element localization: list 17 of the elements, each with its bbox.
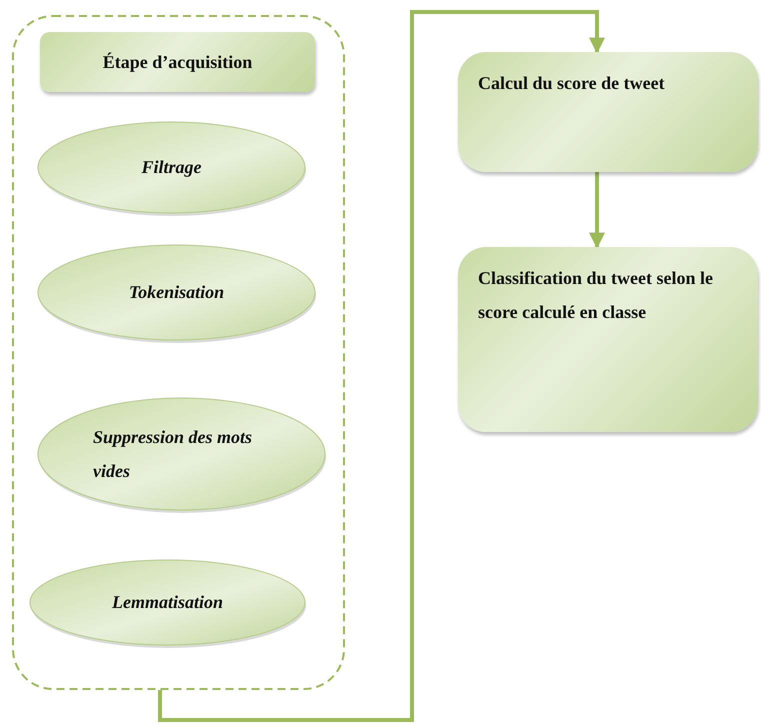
process-ellipse [38,122,305,213]
process-box [40,32,315,92]
process-ellipse [38,245,315,340]
arrow [589,172,605,249]
node-label: Calcul du score de tweet [478,72,665,95]
node-label: Classification du tweet selon le score calculé en classe [478,267,713,324]
dashed-group-frame [12,15,345,690]
node-label: Lemmatisation [112,591,223,614]
node-label: Étape d’acquisition [102,50,252,74]
process-ellipse [30,560,305,645]
arrow [158,10,605,722]
node-label: Tokenisation [128,281,224,304]
node-label: Filtrage [141,156,202,180]
process-box [458,52,758,172]
process-box [458,247,758,432]
process-ellipse [38,398,325,510]
node-label: Suppression des mots vides [93,426,254,483]
